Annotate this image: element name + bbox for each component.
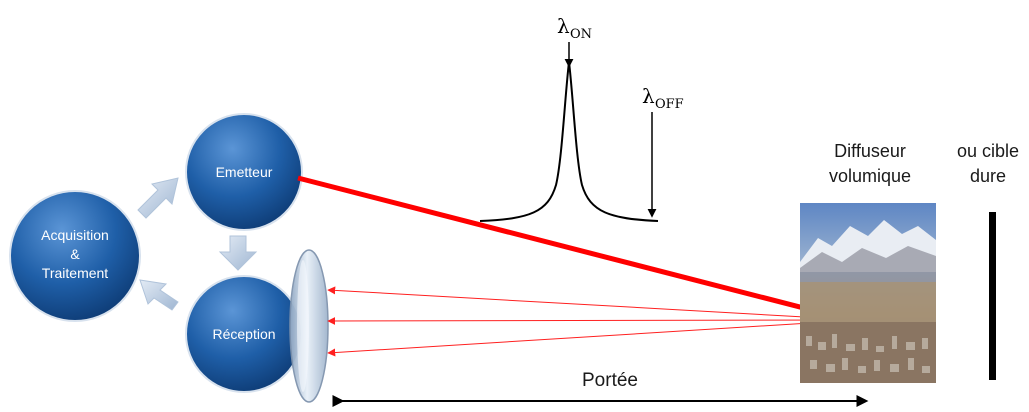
flow-arrow-reception-to-acq [139,279,179,311]
return-beams [327,286,859,357]
spectral-line-curve [479,61,659,222]
diffuser-label: Diffuseur volumique [810,139,930,189]
volume-diffuser-image [800,203,936,383]
laser-beam [297,175,871,332]
diffuser-label-line1: Diffuseur [834,141,906,161]
acquisition-label-line2: & [70,246,80,262]
flow-arrow-emetteur-to-reception [218,235,258,271]
lambda-on-sub: ON [570,27,592,42]
hard-target-label-line2: dure [969,166,1007,186]
hard-target-label-line1: ou cible [956,141,1020,161]
hard-target-label: ou cible dure [948,139,1028,189]
acquisition-label-line3: Traitement [42,265,109,281]
lambda-off-marker: λ OFF [642,84,684,218]
hard-target-bar [989,212,996,380]
reception-node: Réception [185,275,303,393]
lens-icon [289,249,329,403]
reception-label: Réception [212,326,275,342]
emetteur-node: Emetteur [185,113,303,231]
flow-arrow-acq-to-emetteur [137,177,179,219]
range-label: Portée [582,370,638,391]
lambda-on-marker: λ ON [557,14,592,68]
acquisition-label-line1: Acquisition [41,227,109,243]
acquisition-node: Acquisition & Traitement [9,190,141,322]
lambda-on-symbol: λ [557,14,570,38]
diffuser-label-line2: volumique [828,166,912,186]
lambda-off-symbol: λ [642,84,655,108]
emetteur-label: Emetteur [216,164,273,180]
lambda-off-sub: OFF [655,97,684,112]
